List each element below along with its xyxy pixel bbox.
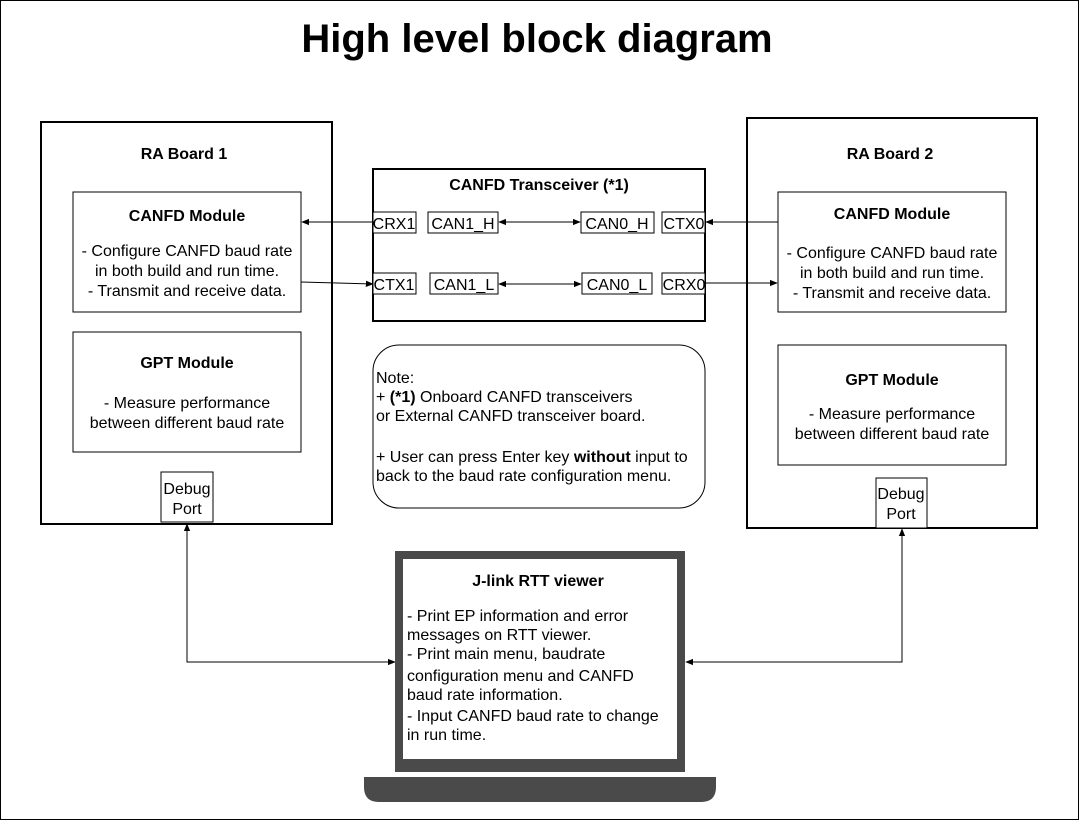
board-2-gpt-module: GPT Module - Measure performance between…: [777, 344, 1007, 466]
gpt-module-title: GPT Module: [845, 372, 938, 389]
canfd-module-line: in both build and run time.: [800, 265, 984, 282]
pin-label: CRX0: [663, 277, 706, 294]
pin-label: CAN0_L: [587, 277, 648, 294]
laptop-base: [364, 777, 716, 802]
board-2-debug-port: Debug Port: [875, 477, 928, 529]
connector-debug2-to-rtt: [685, 528, 906, 666]
pin-label: CTX1: [374, 277, 415, 294]
pin-can0-l: CAN0_L: [581, 272, 653, 295]
diagram-title: High level block diagram: [301, 17, 772, 61]
rtt-viewer-title: J-link RTT viewer: [472, 573, 604, 590]
laptop-screen: [403, 559, 677, 759]
rtt-viewer-line: in run time.: [407, 727, 486, 744]
pin-ctx1: CTX1: [372, 272, 417, 295]
canfd-transceiver: CANFD Transceiver (*1) CRX1 CAN1_H CAN0_…: [372, 168, 706, 322]
gpt-module-line: between different baud rate: [795, 426, 990, 443]
gpt-module-line: - Measure performance: [104, 395, 270, 412]
rtt-viewer-line: configuration menu and CANFD: [407, 668, 634, 685]
board-1-canfd-module: CANFD Module - Configure CANFD baud rate…: [72, 191, 302, 313]
ra-board-2: RA Board 2 CANFD Module - Configure CANF…: [746, 117, 1038, 529]
transceiver-frame: [372, 168, 706, 322]
canfd-module-line: - Transmit and receive data.: [793, 285, 991, 302]
canfd-module-line: - Configure CANFD baud rate: [787, 245, 998, 262]
rtt-viewer-line: baud rate information.: [407, 687, 563, 704]
board-2-frame: [746, 117, 1038, 529]
debug-port-label: Debug: [877, 486, 924, 503]
note-line-4: back to the baud rate configuration menu…: [376, 468, 671, 485]
laptop-rtt-viewer: J-link RTT viewer - Print EP information…: [364, 551, 716, 802]
pin-can1-l: CAN1_L: [429, 272, 499, 295]
connector-board1-to-ctx1: [300, 280, 374, 287]
board-2-canfd-module: CANFD Module - Configure CANFD baud rate…: [777, 191, 1007, 313]
board-1-gpt-module: GPT Module - Measure performance between…: [72, 331, 302, 453]
gpt-module-line: - Measure performance: [809, 406, 975, 423]
note-box: Note: + (*1) Onboard CANFD transceivers …: [372, 344, 706, 509]
transceiver-title: CANFD Transceiver (*1): [449, 177, 629, 194]
pin-ctx0: CTX0: [661, 211, 706, 234]
connector-debug1-to-rtt: [183, 523, 396, 666]
board-1-debug-port: Debug Port: [160, 471, 214, 523]
pin-can1-h: CAN1_H: [427, 211, 499, 234]
rtt-viewer-line: messages on RTT viewer.: [407, 627, 591, 644]
canfd-module-line: in both build and run time.: [95, 263, 279, 280]
note-label: Note:: [376, 370, 414, 387]
pin-label: CAN1_L: [434, 277, 495, 294]
note-line-1: + (*1) Onboard CANFD transceivers: [376, 389, 633, 406]
canfd-module-title: CANFD Module: [834, 206, 951, 223]
canfd-module-line: - Transmit and receive data.: [88, 283, 286, 300]
pin-crx1: CRX1: [372, 211, 417, 234]
pin-crx0: CRX0: [661, 272, 706, 295]
pin-label: CRX1: [373, 216, 416, 233]
board-2-title: RA Board 2: [847, 146, 934, 163]
canfd-module-line: - Configure CANFD baud rate: [82, 243, 293, 260]
pin-label: CAN0_H: [585, 216, 648, 233]
gpt-module-line: between different baud rate: [90, 415, 285, 432]
debug-port-label: Debug: [163, 481, 210, 498]
pin-label: CAN1_H: [431, 216, 494, 233]
note-line-2: or External CANFD transceiver board.: [376, 408, 645, 425]
rtt-viewer-line: - Print EP information and error: [407, 608, 629, 625]
board-1-title: RA Board 1: [141, 146, 228, 163]
pin-label: CTX0: [664, 216, 705, 233]
canfd-module-title: CANFD Module: [129, 208, 246, 225]
board-1-frame: [40, 121, 333, 525]
rtt-viewer-line: - Input CANFD baud rate to change: [407, 708, 659, 725]
ra-board-1: RA Board 1 CANFD Module - Configure CANF…: [40, 121, 333, 525]
debug-port-label: Port: [886, 506, 916, 523]
rtt-viewer-line: - Print main menu, baudrate: [407, 646, 605, 663]
note-line-3: + User can press Enter key without input…: [376, 449, 688, 466]
debug-port-label: Port: [172, 501, 202, 518]
pin-can0-h: CAN0_H: [580, 211, 655, 234]
gpt-module-title: GPT Module: [140, 355, 233, 372]
